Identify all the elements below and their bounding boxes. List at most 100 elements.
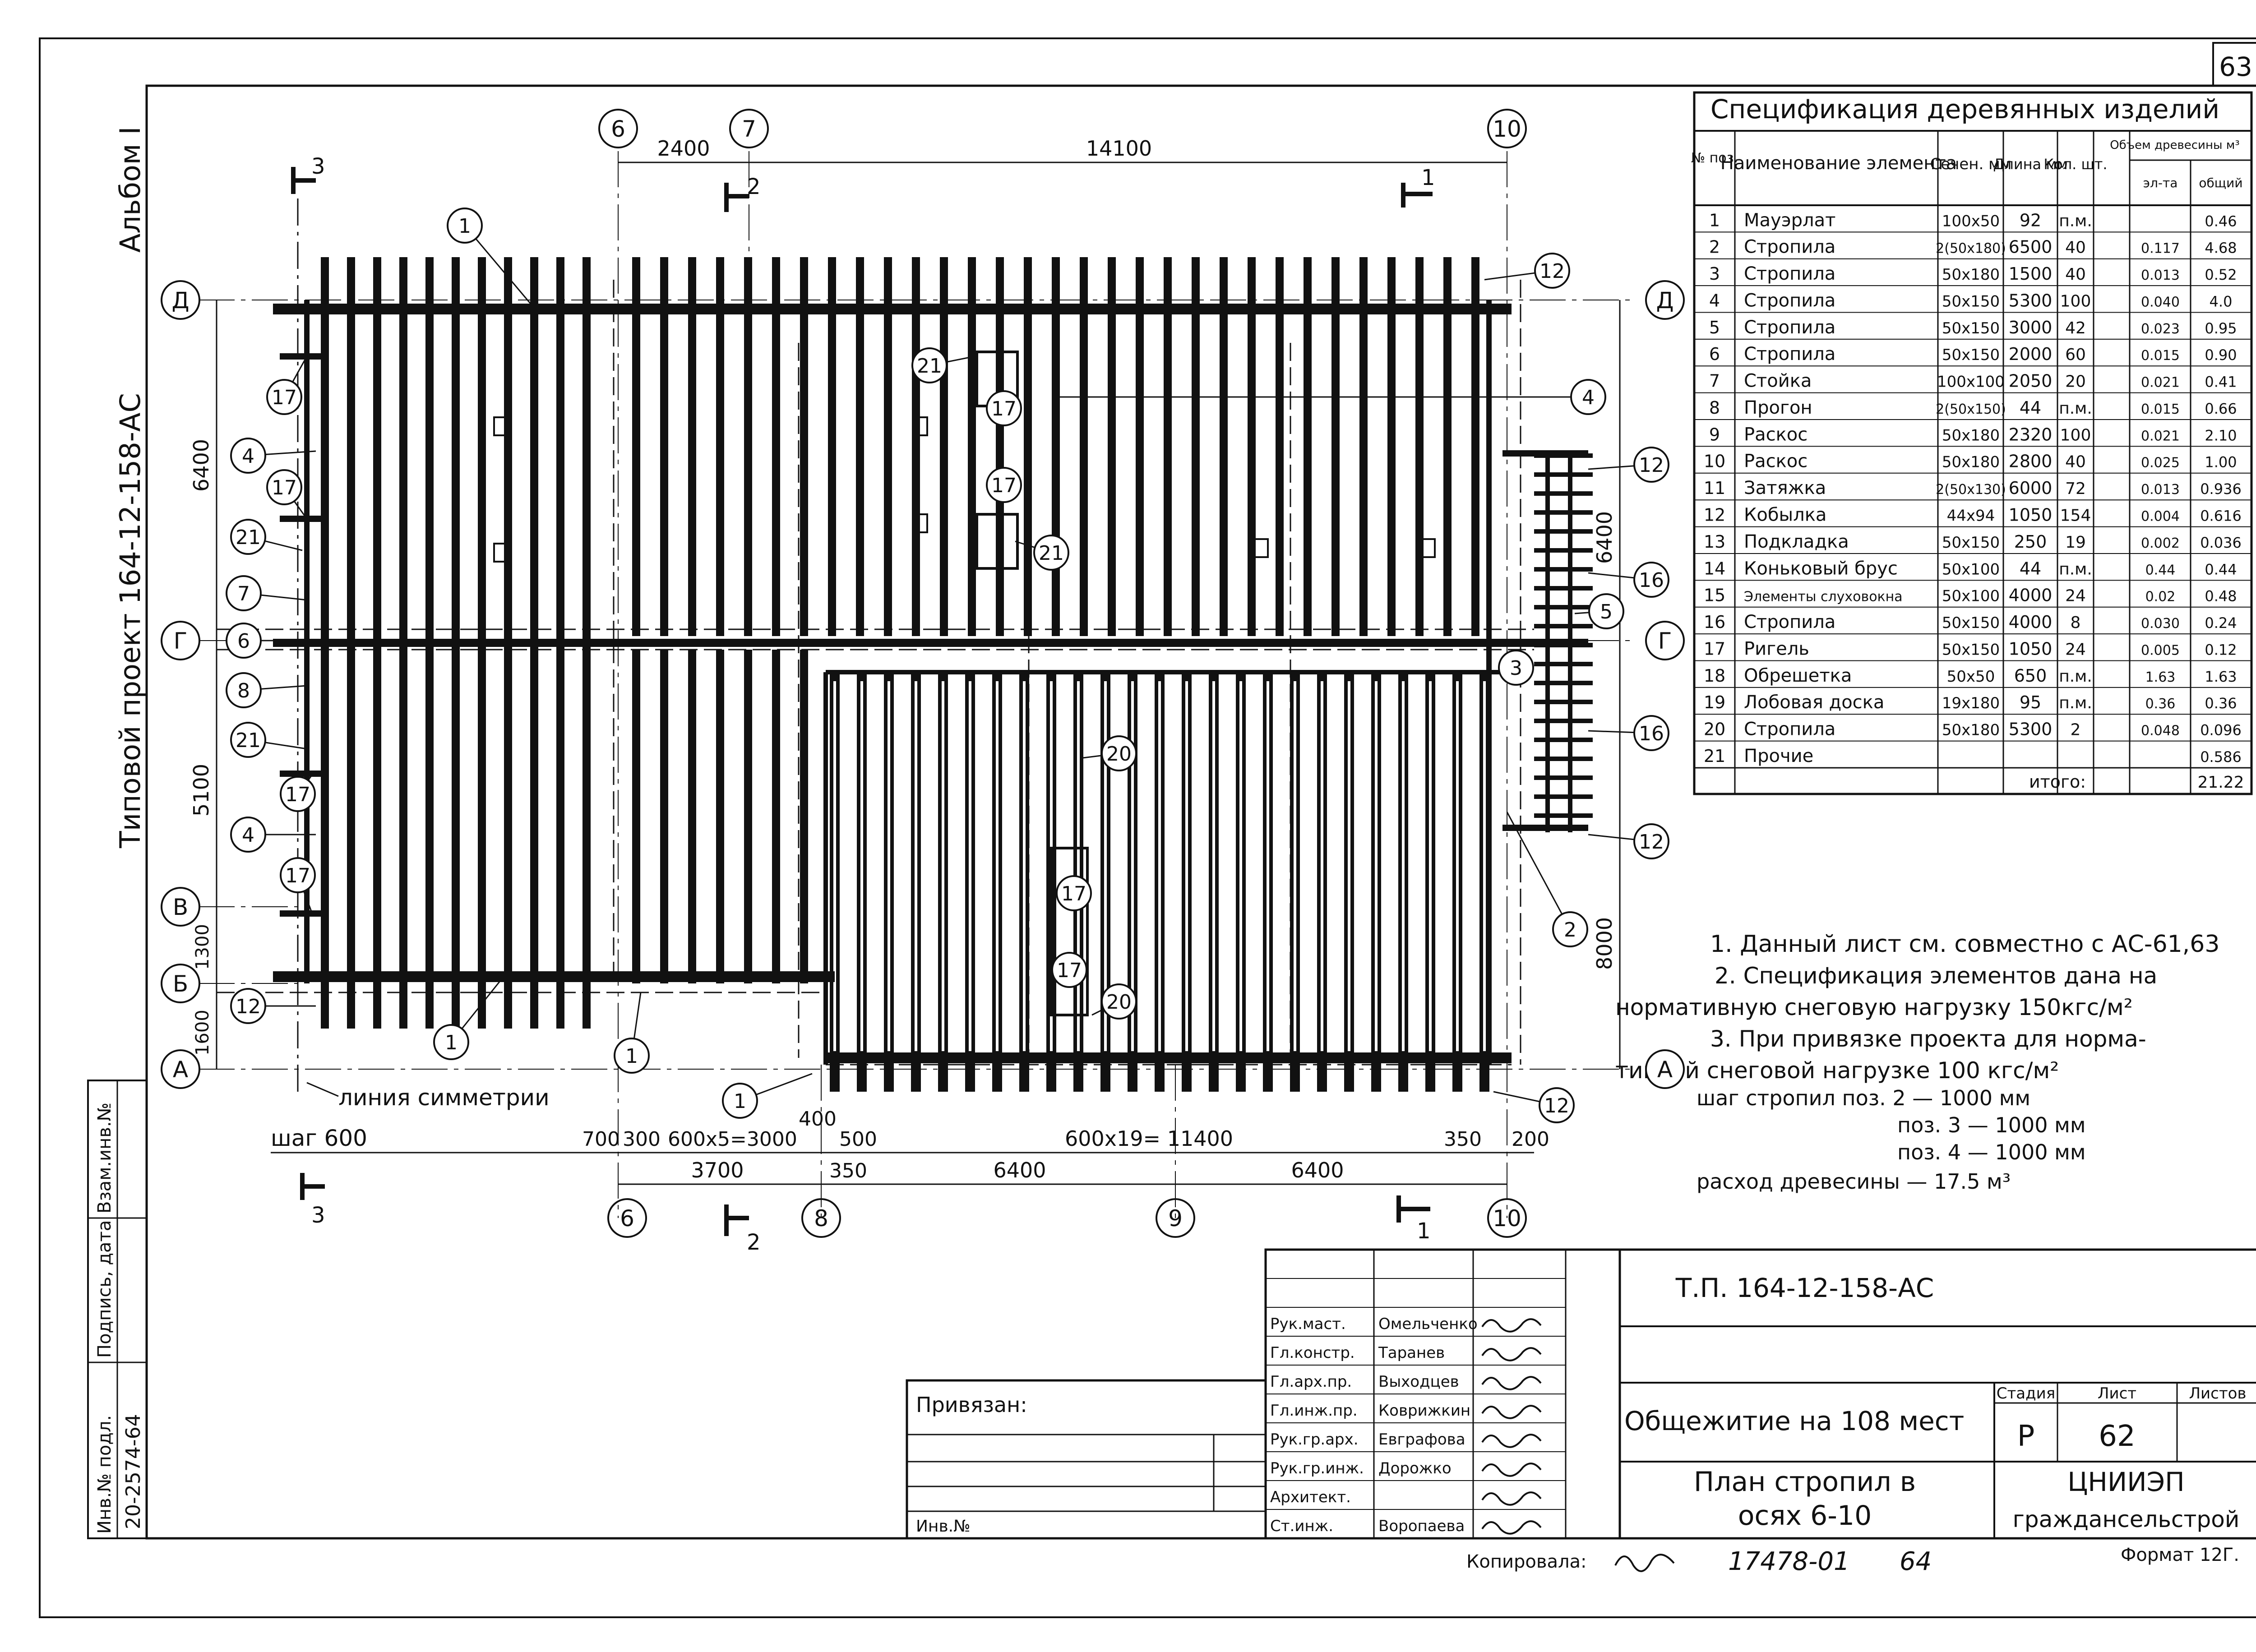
typical-project-label: Типовой проект 164-12-158-АС: [114, 393, 147, 849]
note-line-6: шаг стропил поз. 2 — 1000 мм: [1697, 1086, 2030, 1110]
stamp-inv-podl: Инв.№ подл.: [94, 1415, 115, 1534]
spec-cell-vol-unit: 0.002: [2141, 535, 2180, 551]
axis-label-left: Д: [171, 287, 189, 314]
spec-cell-num: 15: [1704, 586, 1725, 605]
title-block-signature: [1481, 1491, 1542, 1506]
callout-bubble: [1633, 562, 1669, 598]
spec-cell-num: 16: [1704, 612, 1725, 632]
spec-cell-vol-total: 1.00: [2205, 454, 2237, 471]
spec-cell-qty: п.м.: [2059, 212, 2092, 230]
spec-cell-name: Элементы слуховокна: [1744, 589, 1903, 605]
spec-cell-qty: 60: [2065, 346, 2086, 364]
axis-label-bottom: 6: [620, 1205, 634, 1232]
callout-label: 21: [236, 729, 261, 752]
dim-3700: 3700: [691, 1158, 744, 1182]
spec-cell-vol-total: 0.46: [2205, 212, 2237, 230]
spec-cell-length: 250: [2014, 532, 2047, 552]
spec-cell-name: Стропила: [1744, 290, 1835, 311]
symmetry-label: линия симметрии: [338, 1084, 550, 1111]
callout-bubble: [722, 1083, 758, 1119]
callout-label: 1: [445, 1031, 458, 1054]
spec-cell-vol-total: 1.63: [2205, 668, 2237, 685]
axis-label-left: Г: [174, 628, 188, 654]
callout-label: 17: [272, 386, 297, 409]
axis-label-left: В: [173, 894, 188, 920]
spec-header-qty: Кол. шт.: [2043, 156, 2107, 173]
callout-label: 3: [1510, 657, 1522, 680]
spec-cell-num: 4: [1709, 291, 1720, 310]
spec-cell-name: Стропила: [1744, 263, 1835, 284]
spec-cell-section: 50x150: [1942, 641, 2000, 659]
stamp-sign-date: Подпись, дата: [94, 1220, 115, 1358]
callout-label: 17: [1061, 882, 1086, 905]
callout-label: 5: [1600, 600, 1613, 623]
callout-bubble: [1033, 535, 1069, 571]
title-block-name: Воропаева: [1378, 1517, 1465, 1535]
spec-cell-num: 1: [1709, 210, 1720, 230]
dim-200: 200: [1512, 1128, 1549, 1151]
spec-cell-name: Стропила: [1744, 237, 1835, 258]
spec-cell-vol-unit: 1.63: [2145, 669, 2176, 685]
spec-cell-num: 9: [1709, 425, 1720, 444]
spec-cell-vol-unit: 0.117: [2141, 241, 2180, 257]
title-block-signature: [1481, 1318, 1542, 1333]
callout-label: 12: [1639, 831, 1664, 854]
axis-label-right: Д: [1656, 287, 1674, 314]
spec-cell-vol-unit: 0.44: [2145, 562, 2176, 578]
section-mark-2-bottom: 2: [747, 1230, 761, 1255]
spec-cell-vol-total: 4.0: [2210, 293, 2233, 310]
spec-cell-vol-unit: 0.015: [2141, 401, 2180, 417]
callout-bubble: [433, 1024, 469, 1060]
callout-bubble: [280, 776, 316, 812]
callout-label: 8: [237, 679, 250, 702]
spec-cell-vol-total: 0.24: [2205, 614, 2237, 632]
spec-cell-section: 50x180: [1942, 453, 2000, 471]
spec-cell-vol-unit: 0.005: [2141, 642, 2180, 658]
spec-cell-length: 3000: [2009, 318, 2053, 337]
spec-cell-qty: 72: [2065, 480, 2086, 498]
spec-cell-section: 100x100: [1937, 373, 2005, 391]
spec-header-vol-unit: эл-та: [2143, 175, 2178, 190]
dim-top-2: 14100: [1086, 136, 1152, 161]
callout-label: 1: [734, 1090, 746, 1113]
spec-cell-num: 5: [1709, 318, 1720, 337]
inv-label: Инв.№: [916, 1517, 971, 1536]
spec-cell-section: 2(50x180): [1936, 241, 2006, 257]
spec-cell-length: 2050: [2009, 371, 2053, 391]
title-block-name: Евграфова: [1378, 1431, 1465, 1449]
spec-cell-name: Стропила: [1744, 317, 1835, 338]
callout-bubble: [447, 208, 483, 244]
title-block-role: Гл.инж.пр.: [1270, 1402, 1358, 1420]
callout-bubble: [230, 438, 266, 474]
callout-bubble: [226, 672, 262, 708]
spec-cell-vol-total: 0.096: [2200, 722, 2242, 739]
callout-bubble: [1051, 952, 1087, 988]
callout-bubble: [230, 817, 266, 853]
spec-cell-length: 1050: [2009, 505, 2053, 525]
spec-cell-section: 50x150: [1942, 319, 2000, 337]
callout-bubble: [1552, 911, 1588, 947]
axis-label-top: 6: [611, 116, 625, 142]
spec-cell-length: 2320: [2009, 425, 2053, 444]
stage-label: Стадия: [1997, 1384, 2055, 1403]
sheet-value: 62: [2099, 1420, 2135, 1453]
organization-line2: граждансельстрой: [2013, 1506, 2240, 1532]
callout-label: 4: [1582, 386, 1595, 409]
dim-700: 700: [582, 1128, 620, 1151]
spec-cell-name: Обрешетка: [1744, 665, 1852, 686]
callout-label: 17: [285, 864, 310, 887]
title-block-name: Таранев: [1378, 1344, 1445, 1362]
callout-leader: [1506, 812, 1571, 930]
spec-cell-vol-total: 0.41: [2205, 374, 2237, 391]
spec-cell-length: 2000: [2009, 344, 2053, 364]
spec-cell-vol-total: 4.68: [2205, 240, 2237, 257]
callout-bubble: [1539, 1087, 1575, 1123]
copied-label: Копировала:: [1466, 1551, 1587, 1572]
callout-label: 12: [236, 995, 261, 1018]
spec-cell-name: Прочие: [1744, 746, 1813, 766]
spec-cell-name: Затяжка: [1744, 478, 1826, 498]
callout-bubble: [1633, 447, 1669, 483]
axis-bubble-right: [1645, 1049, 1685, 1089]
section-marks: 3 2 1 3 2 1: [291, 154, 1435, 1255]
